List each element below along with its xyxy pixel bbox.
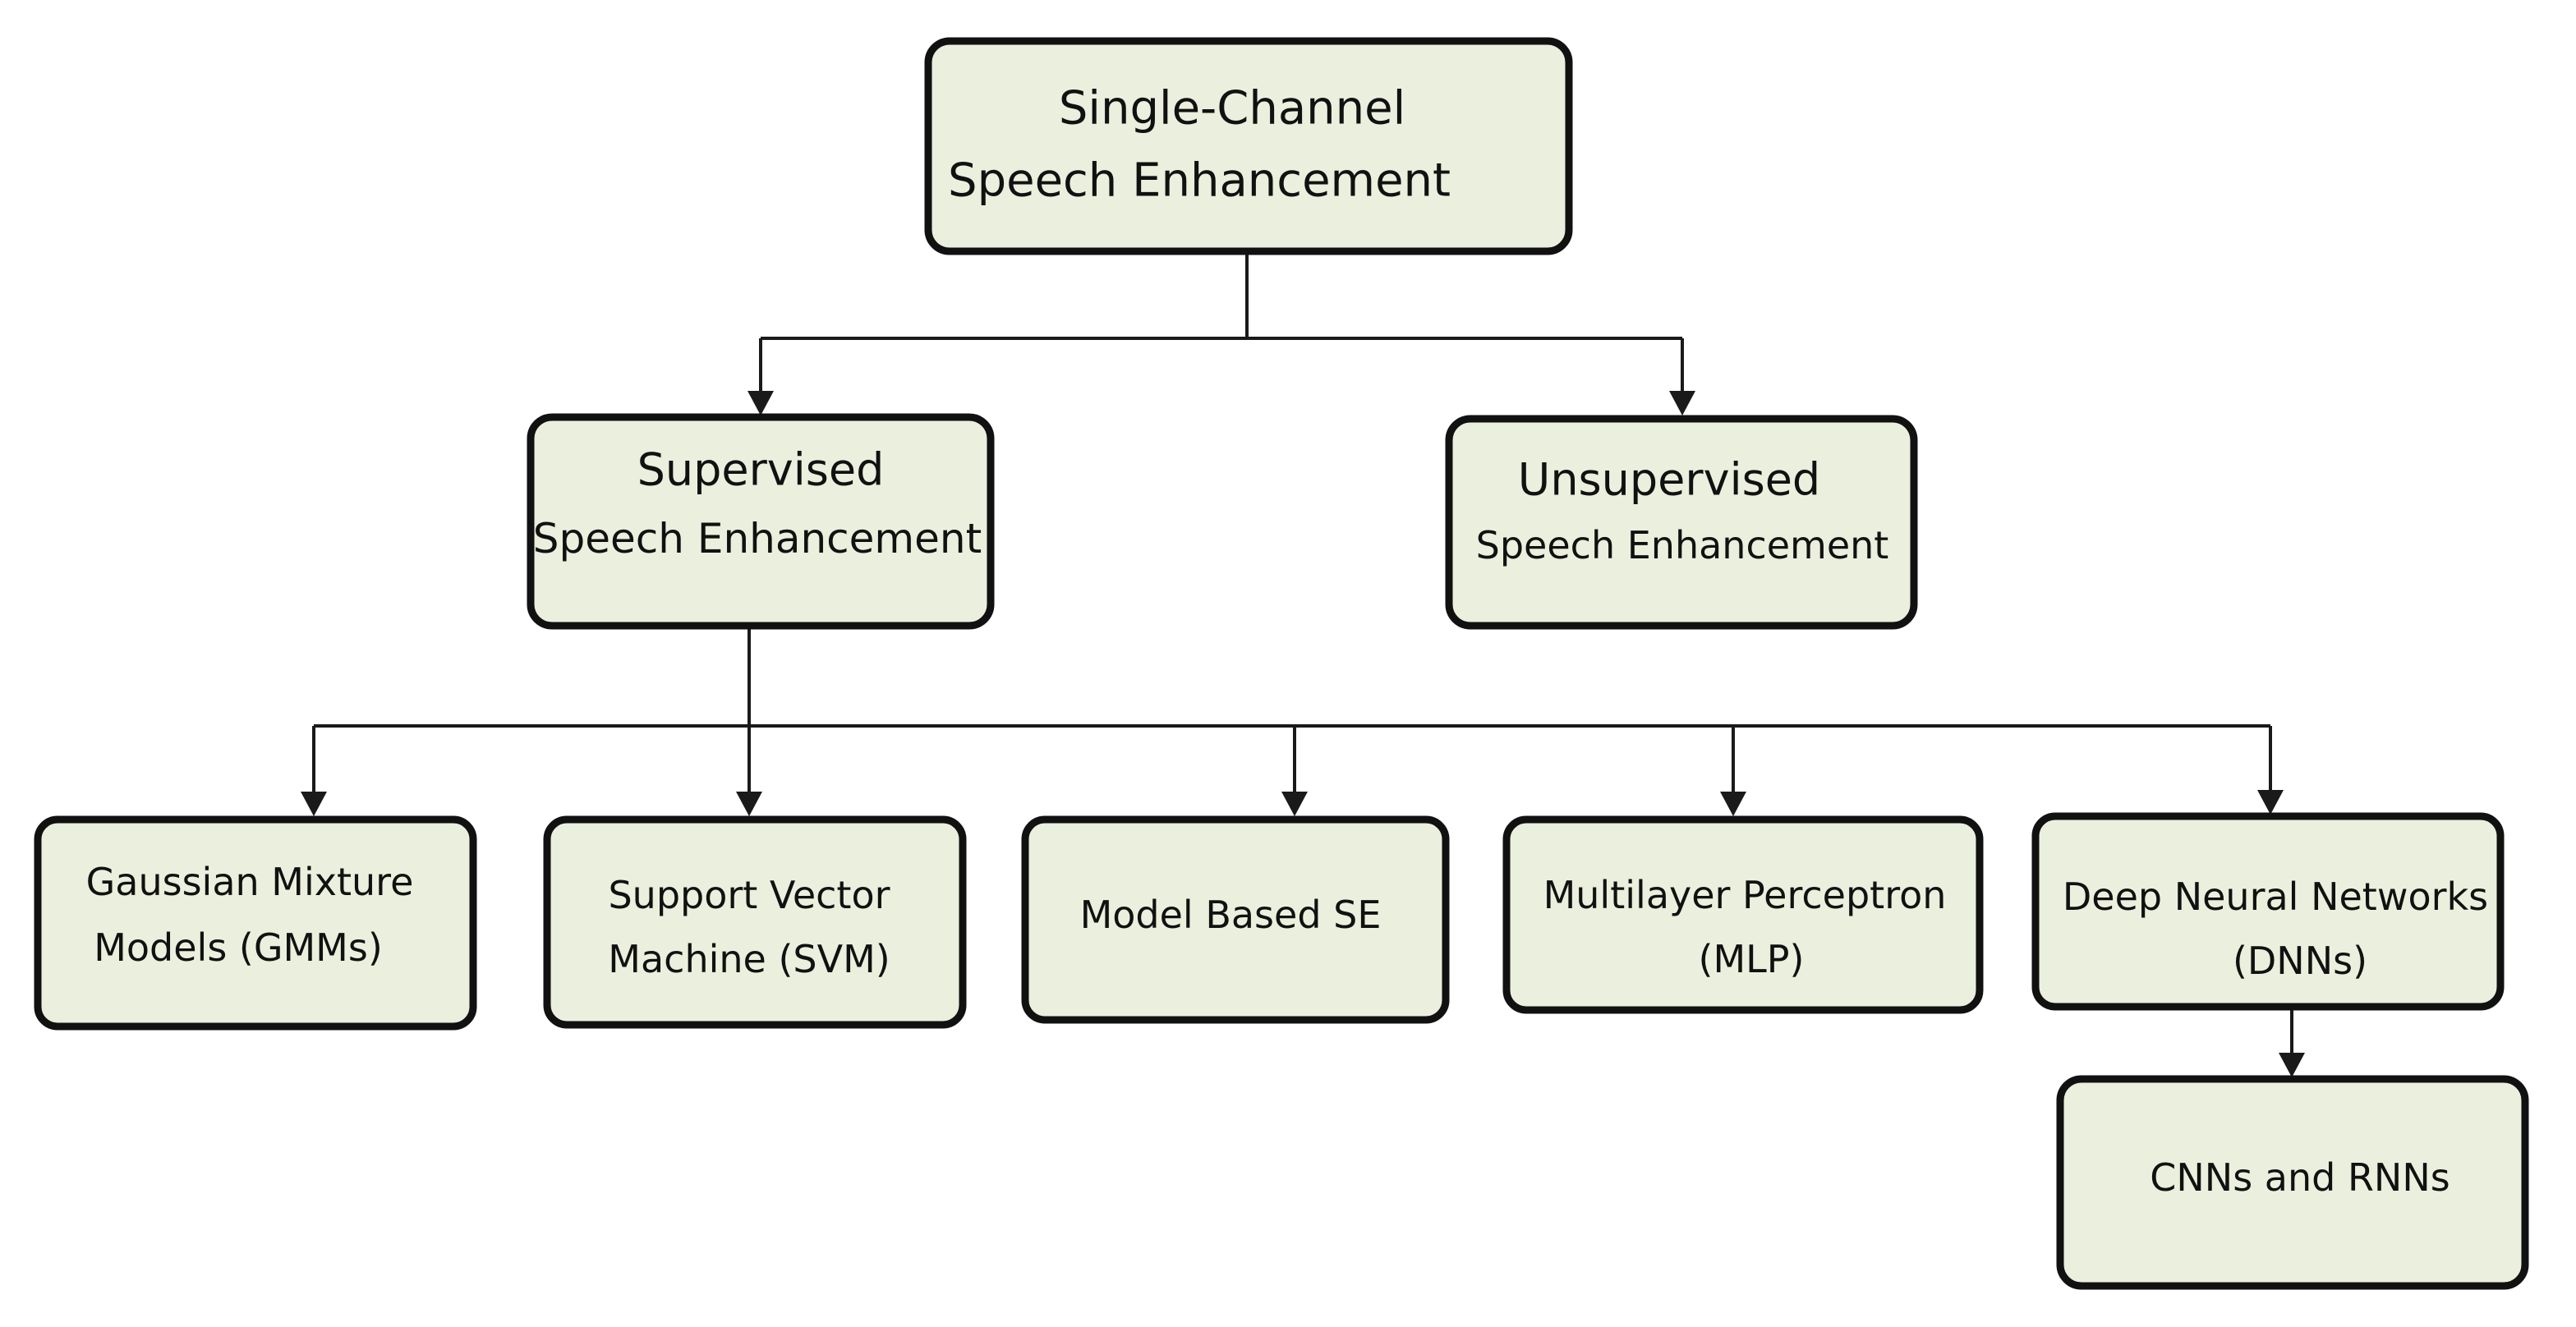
node-label-line1: Deep Neural Networks	[2063, 875, 2488, 919]
arrowhead-mlp	[1720, 792, 1746, 816]
node-cnns-and-rnns: CNNs and RNNs	[2056, 1075, 2529, 1290]
node-label-line2: (DNNs)	[2233, 939, 2367, 983]
node-label-line1: Single-Channel	[1059, 82, 1405, 135]
node-label-line2: Speech Enhancement	[948, 154, 1451, 208]
node-label-line1: Model Based SE	[1080, 893, 1382, 937]
node-model-based-se: Model Based SE	[1021, 815, 1450, 1024]
node-support-vector-machine: Support Vector Machine (SVM)	[543, 815, 967, 1029]
arrowhead-unsupervised	[1669, 391, 1695, 416]
node-label-line2: Speech Enhancement	[533, 515, 982, 562]
node-label-line1: Support Vector	[608, 873, 890, 917]
node-label-line1: Gaussian Mixture	[86, 860, 414, 904]
node-unsupervised-speech-enhancement: Unsupervised Speech Enhancement	[1445, 415, 1918, 630]
node-label-line2: Models (GMMs)	[94, 925, 383, 970]
arrowhead-supervised	[748, 391, 774, 416]
arrowhead-gmm	[301, 792, 327, 816]
node-label-line1: Multilayer Perceptron	[1543, 873, 1947, 917]
node-gaussian-mixture-models: Gaussian Mixture Models (GMMs)	[34, 815, 477, 1031]
node-multilayer-perceptron: Multilayer Perceptron (MLP)	[1502, 815, 1984, 1014]
node-label-line1: CNNs and RNNs	[2150, 1155, 2450, 1200]
node-label-line2: (MLP)	[1699, 937, 1805, 981]
node-deep-neural-networks: Deep Neural Networks (DNNs)	[2031, 812, 2505, 1011]
arrowhead-svm	[736, 792, 762, 816]
node-single-channel-speech-enhancement: Single-Channel Speech Enhancement	[924, 37, 1573, 255]
node-label-line1: Unsupervised	[1518, 454, 1820, 506]
node-label-line1: Supervised	[637, 444, 885, 496]
node-label-line2: Machine (SVM)	[608, 937, 890, 981]
node-supervised-speech-enhancement: Supervised Speech Enhancement	[527, 413, 995, 630]
arrowhead-cnn-rnn	[2279, 1053, 2305, 1077]
node-label-line2: Speech Enhancement	[1476, 523, 1889, 567]
arrowhead-dnn	[2257, 790, 2284, 815]
connectors	[301, 255, 2305, 1077]
arrowhead-model-based	[1281, 792, 1308, 816]
